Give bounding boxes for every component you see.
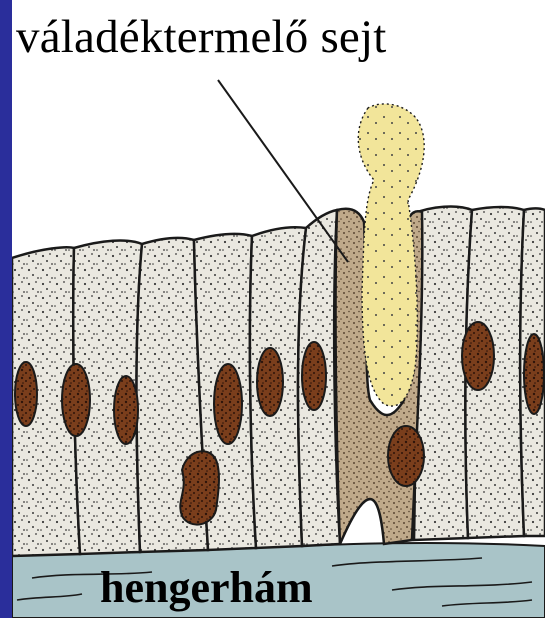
nucleus (114, 376, 138, 444)
nucleus (257, 348, 283, 416)
tissue-label: hengerhám (100, 566, 313, 610)
diagram-canvas: váladéktermelő sejt hengerhám (12, 0, 545, 618)
mucus-secretion (358, 104, 424, 406)
nucleus (388, 426, 424, 486)
epithelium-illustration (12, 0, 545, 618)
nucleus (462, 322, 494, 390)
nucleus (180, 451, 219, 524)
nucleus (62, 364, 90, 436)
goblet-cell-label: váladéktermelő sejt (16, 14, 387, 61)
nucleus (15, 362, 37, 426)
nucleus (302, 342, 326, 410)
nucleus (214, 364, 242, 444)
nucleus (524, 334, 544, 414)
